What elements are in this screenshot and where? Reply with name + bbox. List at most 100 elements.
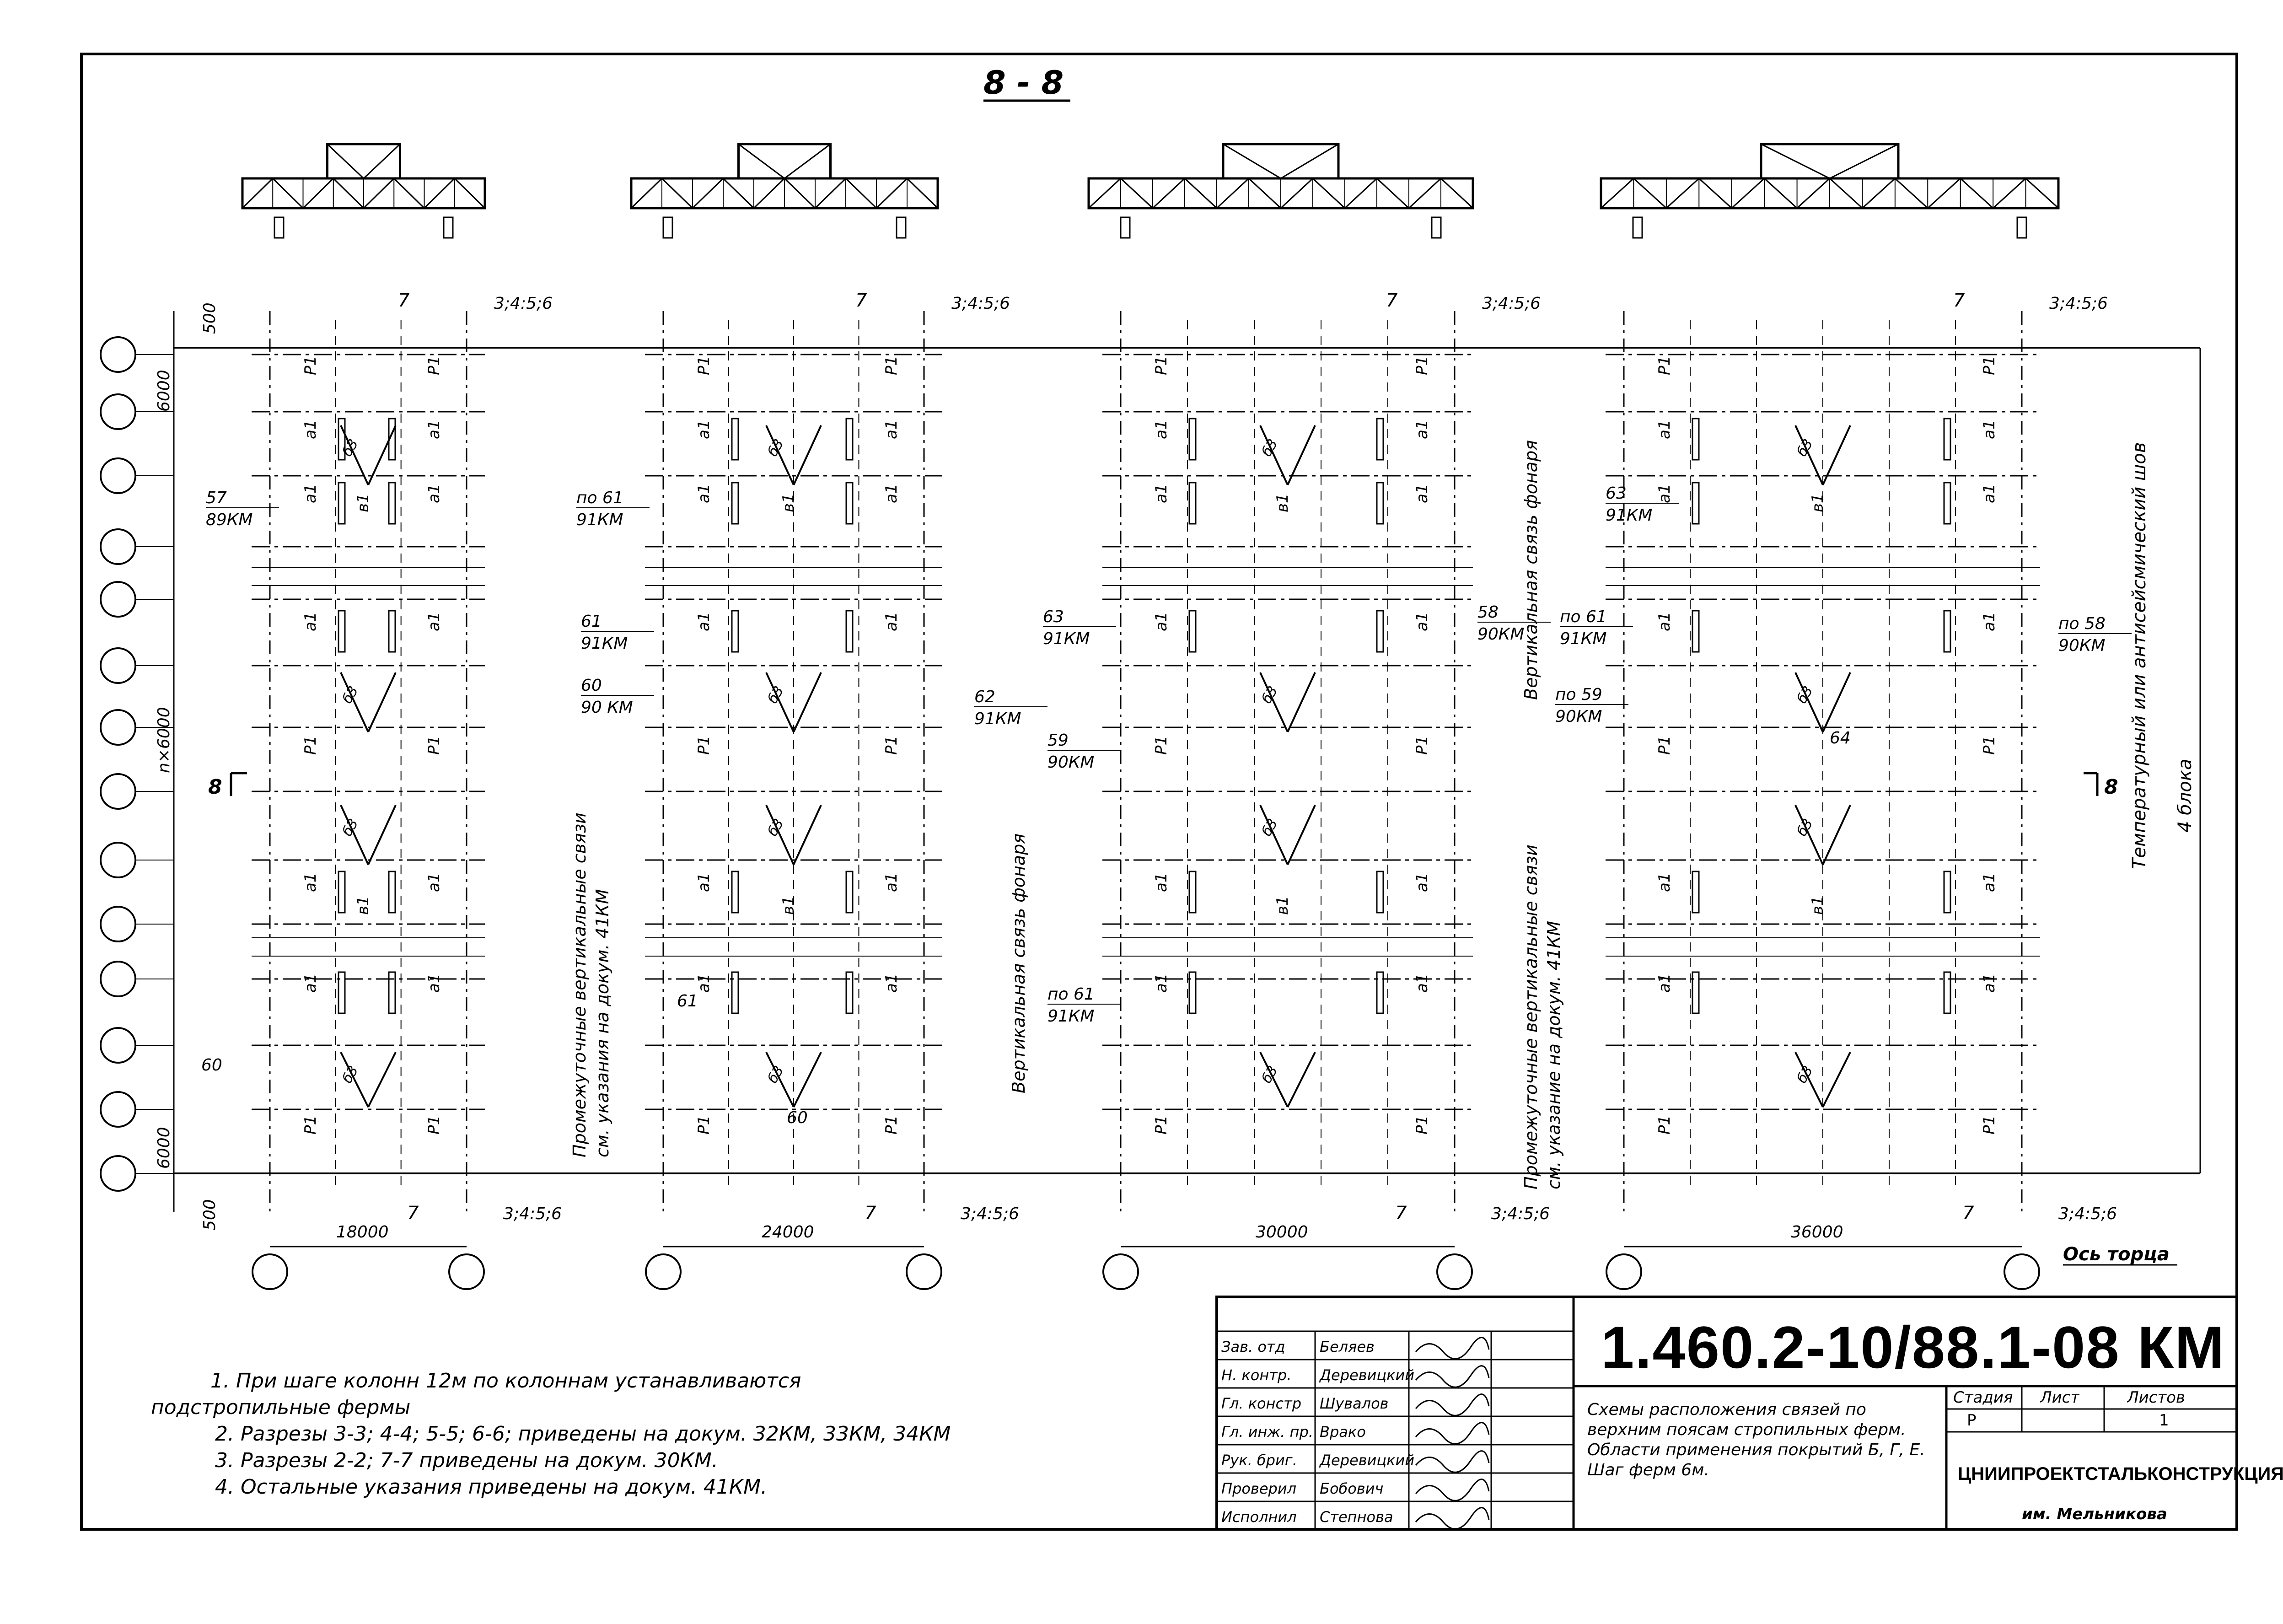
- axis-circle: [100, 709, 136, 746]
- strut: [1188, 418, 1197, 461]
- strut: [731, 482, 739, 525]
- callout-number: 61: [677, 992, 698, 1011]
- sheet-description: Схемы расположения связей по верхним поя…: [1587, 1400, 1925, 1479]
- strut: [338, 418, 346, 461]
- axis-circle: [100, 906, 136, 942]
- member-mark: a1: [425, 484, 443, 503]
- strut: [845, 610, 854, 653]
- note-4: 4. Остальные указания приведены на докум…: [215, 1475, 768, 1499]
- role-label: Исполнил: [1221, 1508, 1297, 1526]
- callout-doc: 90КМ: [1477, 625, 1524, 644]
- member-mark: P1: [1413, 736, 1431, 755]
- axis-circle: [100, 1027, 136, 1064]
- member-mark: б3: [339, 436, 362, 459]
- strut: [388, 971, 396, 1014]
- column-axis-circle: [252, 1253, 288, 1290]
- column-axis-circle: [1102, 1253, 1139, 1290]
- member-mark: a1: [882, 873, 901, 892]
- callout-doc: 91КМ: [1043, 629, 1090, 648]
- note-3: 3. Разрезы 2-2; 7-7 приведены на докум. …: [215, 1449, 718, 1472]
- strut: [1376, 610, 1384, 653]
- brace-diagonal: [340, 1052, 369, 1108]
- member-mark: a1: [695, 873, 713, 892]
- sections-top: 3;4:5;6: [2049, 294, 2108, 313]
- member-mark: P1: [695, 736, 713, 755]
- strut: [731, 971, 739, 1014]
- brace-diagonal: [1259, 1052, 1289, 1108]
- signature: [1415, 1507, 1490, 1530]
- brace-diagonal: [1794, 425, 1824, 485]
- role-label: Проверил: [1221, 1480, 1296, 1497]
- member-mark: P1: [1152, 356, 1171, 375]
- section-8-left: 8: [208, 775, 222, 799]
- person-name: Беляев: [1320, 1338, 1375, 1355]
- callout-number: 58: [1477, 603, 1499, 622]
- vnote-4a: Промежуточные вертикальные связи: [1521, 844, 1541, 1189]
- member-mark: a1: [1655, 873, 1674, 892]
- dim-top-500: 500: [200, 302, 219, 334]
- member-mark: P1: [425, 736, 443, 755]
- section-ref-bottom: 7: [1962, 1203, 1974, 1224]
- note-1-cont: подстропильные фермы: [151, 1396, 411, 1419]
- brace-diagonal: [367, 805, 397, 865]
- sheet-frame: [80, 53, 2238, 1531]
- member-mark: a1: [1655, 484, 1674, 503]
- member-mark: в1: [1809, 493, 1827, 512]
- dim-top-6000: 6000: [155, 370, 173, 412]
- strut: [1692, 971, 1700, 1014]
- brace-diagonal: [793, 805, 822, 865]
- person-name: Врако: [1320, 1423, 1366, 1441]
- section-ref-top: 7: [855, 290, 867, 311]
- brace-diagonal: [340, 805, 369, 865]
- strut: [1943, 871, 1951, 914]
- stage-value: Р: [1967, 1411, 1977, 1430]
- role-label: Н. контр.: [1221, 1366, 1291, 1384]
- sections-top: 3;4:5;6: [1482, 294, 1541, 313]
- strut: [1943, 418, 1951, 461]
- member-mark: б3: [765, 816, 787, 839]
- callout-number: 60: [787, 1108, 808, 1127]
- member-mark: a1: [1413, 612, 1431, 631]
- callout-doc: 91КМ: [576, 511, 623, 529]
- sections-bottom: 3;4:5;6: [961, 1205, 1019, 1223]
- brace-diagonal: [1287, 672, 1316, 732]
- strut: [845, 418, 854, 461]
- strut: [1188, 482, 1197, 525]
- member-mark: б3: [339, 683, 362, 706]
- callout-number: 60: [201, 1056, 222, 1075]
- member-mark: в1: [1273, 896, 1292, 915]
- span-dimension: 18000: [336, 1223, 389, 1242]
- callout-doc: 91КМ: [974, 710, 1021, 728]
- document-code: 1.460.2-10/88.1-08 КМ: [1601, 1314, 2225, 1381]
- brace-diagonal: [1822, 425, 1851, 485]
- axis-circle: [100, 528, 136, 565]
- member-mark: P1: [1152, 1115, 1171, 1135]
- brace-diagonal: [1822, 672, 1851, 732]
- brace-diagonal: [1822, 1052, 1851, 1108]
- member-mark: a1: [1980, 612, 1998, 631]
- brace-diagonal: [765, 805, 795, 865]
- member-mark: в1: [779, 493, 798, 512]
- member-mark: б3: [1259, 816, 1281, 839]
- role-label: Зав. отд: [1221, 1338, 1285, 1355]
- truss-elevation: [241, 143, 486, 239]
- section-title: 8 - 8: [983, 64, 1064, 102]
- member-mark: a1: [1655, 420, 1674, 439]
- member-mark: P1: [1655, 1115, 1674, 1135]
- callout-number: по 58: [2058, 614, 2106, 633]
- span-dimension: 36000: [1791, 1223, 1843, 1242]
- strut: [338, 610, 346, 653]
- member-mark: P1: [882, 356, 901, 375]
- section-ref-top: 7: [1386, 290, 1398, 311]
- sections-bottom: 3;4:5;6: [503, 1205, 562, 1223]
- brace-diagonal: [1259, 425, 1289, 485]
- axis-circle: [100, 961, 136, 997]
- axis-circle: [100, 457, 136, 494]
- member-mark: в1: [1809, 896, 1827, 915]
- callout-number: 62: [974, 688, 995, 706]
- member-mark: P1: [1655, 736, 1674, 755]
- member-mark: б3: [339, 816, 362, 839]
- truss-elevation: [630, 143, 939, 239]
- section-8-right: 8: [2104, 775, 2118, 799]
